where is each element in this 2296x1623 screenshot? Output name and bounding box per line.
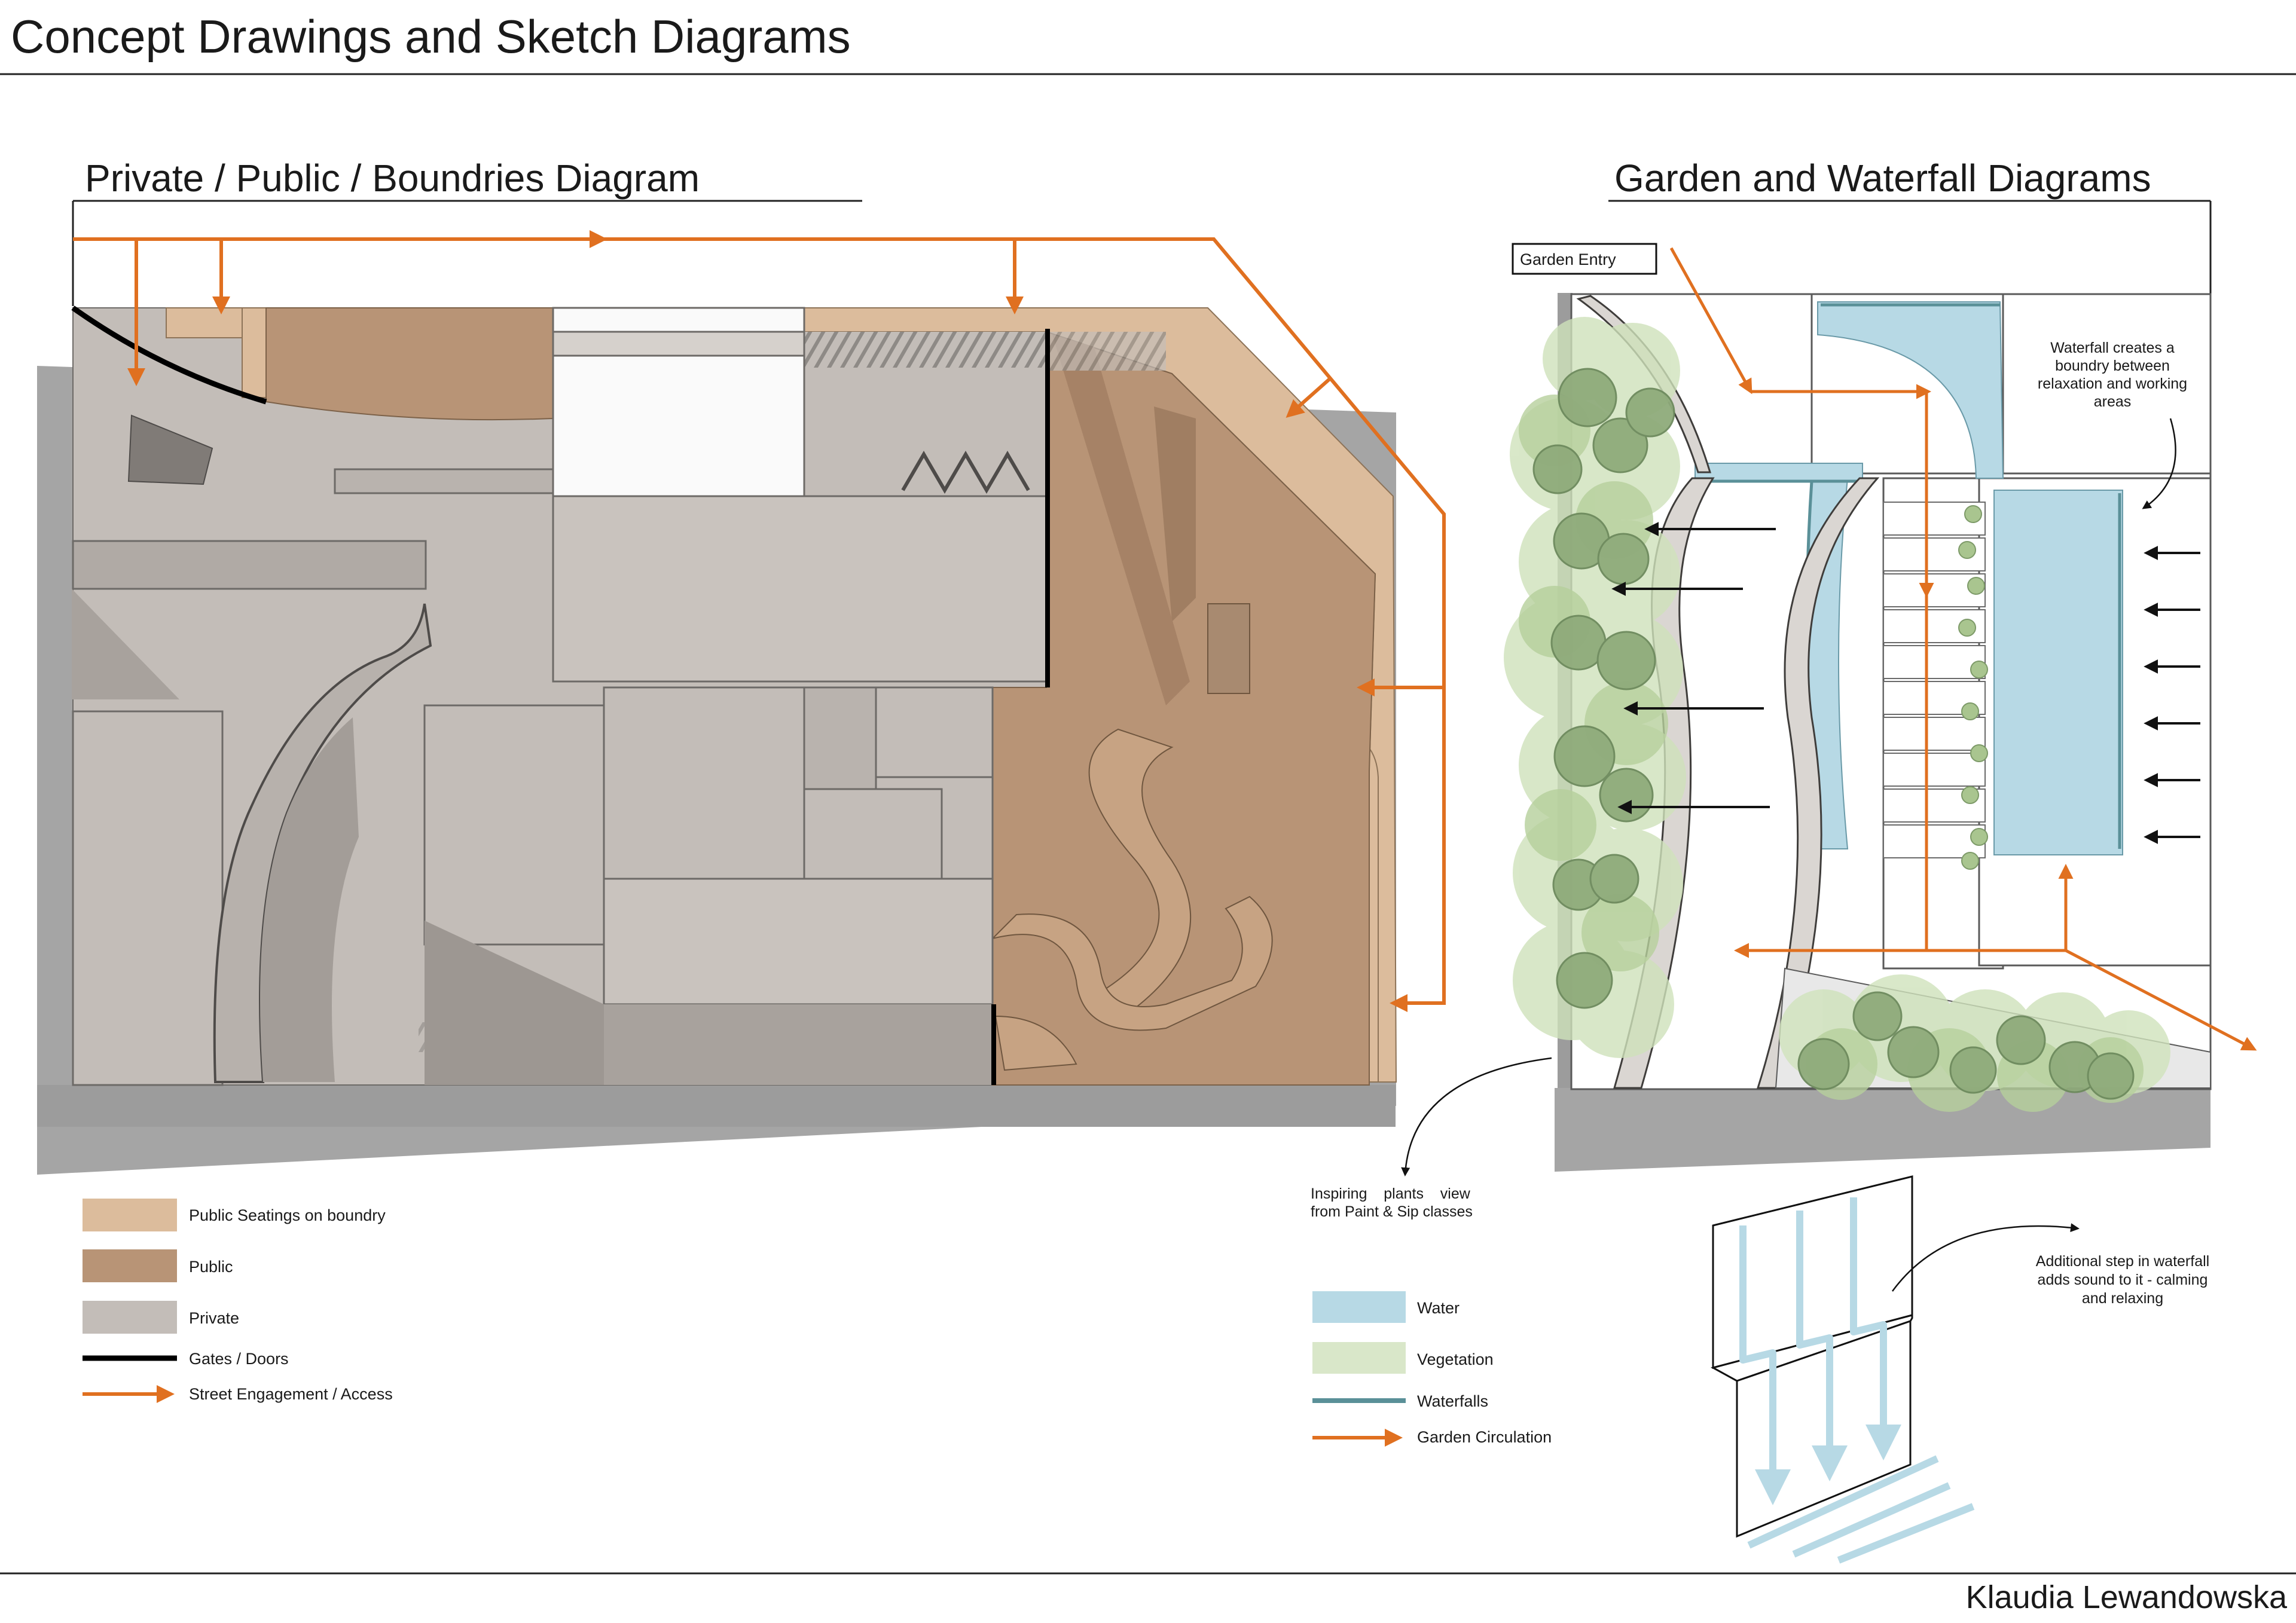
waterfall-step-sketch bbox=[1710, 1175, 1975, 1564]
garden-entry-box bbox=[1512, 243, 1657, 275]
street-engagement-arrows bbox=[73, 230, 1446, 1012]
public-stair-block bbox=[1207, 603, 1250, 694]
note-waterfall-boundary-line-3: relaxation and working bbox=[2038, 375, 2187, 392]
garden-curved-wall-mid bbox=[1756, 477, 1880, 1089]
legend-label-gates: Gates / Doors bbox=[189, 1350, 289, 1368]
private-zigzag-frame bbox=[901, 451, 1030, 494]
note-waterfall-step: Additional step in waterfall adds sound … bbox=[1891, 1223, 2209, 1307]
plan-base-shadow bbox=[37, 1085, 1396, 1127]
flow-arrows-black bbox=[1611, 522, 2200, 844]
note-plants-view: Inspiring plants view from Paint & Sip c… bbox=[1311, 1057, 1552, 1220]
note-plants-view-pointer bbox=[1401, 1057, 1552, 1176]
note-waterfall-boundary-pointer bbox=[2142, 418, 2176, 509]
private-shadow-wedge-1 bbox=[425, 921, 604, 1085]
legend-swatch-private bbox=[83, 1301, 177, 1334]
public-curved-bench-3 bbox=[994, 1015, 1077, 1071]
garden-step-rows bbox=[1883, 502, 1986, 858]
public-zone-top-left bbox=[265, 307, 554, 421]
hatched-strip-mid bbox=[804, 332, 1046, 368]
legend-label-street: Street Engagement / Access bbox=[189, 1385, 393, 1403]
hatched-strip-right bbox=[1046, 332, 1166, 371]
note-waterfall-step-line-1: Additional step in waterfall bbox=[2036, 1253, 2209, 1270]
legend-label-garden-circulation: Garden Circulation bbox=[1417, 1428, 1552, 1446]
left-diagram-title: Private / Public / Boundries Diagram bbox=[85, 157, 700, 200]
sketch-water-flows bbox=[1739, 1197, 1901, 1505]
gate-curved-top-left bbox=[71, 305, 267, 405]
page-title: Concept Drawings and Sketch Diagrams bbox=[11, 10, 851, 63]
left-legend: Public Seatings on boundry Public Privat… bbox=[83, 1199, 393, 1403]
water-top-channel bbox=[1817, 301, 2004, 479]
water-top-left-strip bbox=[1694, 463, 1863, 482]
public-seating-top-corner bbox=[242, 307, 267, 398]
garden-circulation-arrows bbox=[1669, 247, 2257, 1051]
note-waterfall-step-pointer bbox=[1891, 1223, 2080, 1292]
note-waterfall-boundary-line-4: areas bbox=[2094, 393, 2132, 410]
private-ramp-shadow bbox=[260, 717, 359, 1082]
legend-label-vegetation: Vegetation bbox=[1417, 1350, 1494, 1368]
public-shade-diagonal bbox=[1052, 335, 1190, 705]
legend-swatch-public bbox=[83, 1249, 177, 1282]
note-waterfall-boundary-line-1: Waterfall creates a bbox=[2050, 340, 2175, 356]
legend-swatch-vegetation bbox=[1312, 1342, 1406, 1374]
floor-plan-left bbox=[37, 305, 1397, 1175]
note-waterfall-step-line-2: adds sound to it - calming bbox=[2038, 1271, 2208, 1288]
note-plants-view-line-1: Inspiring plants view bbox=[1311, 1185, 1471, 1202]
right-diagram-title: Garden and Waterfall Diagrams bbox=[1614, 157, 2151, 200]
legend-label-waterfalls: Waterfalls bbox=[1417, 1392, 1488, 1410]
note-waterfall-boundary: Waterfall creates a boundry between rela… bbox=[2038, 340, 2187, 509]
public-zone-right bbox=[992, 331, 1376, 1086]
private-shadow-wedge-3 bbox=[72, 589, 179, 699]
legend-swatch-water bbox=[1312, 1291, 1406, 1323]
sketch-pool-lines bbox=[1747, 1455, 1975, 1564]
private-rooms bbox=[72, 307, 1048, 1086]
legend-label-water: Water bbox=[1417, 1299, 1460, 1317]
note-waterfall-step-line-3: and relaxing bbox=[2082, 1290, 2163, 1307]
legend-label-public-seating: Public Seatings on boundry bbox=[189, 1206, 386, 1224]
private-shadow-wedge-2 bbox=[604, 1004, 993, 1085]
right-legend: Water Vegetation Waterfalls Garden Circu… bbox=[1312, 1291, 1552, 1447]
legend-label-private: Private bbox=[189, 1309, 239, 1327]
legend-label-public: Public bbox=[189, 1258, 233, 1276]
author-name: Klaudia Lewandowska bbox=[1966, 1579, 2288, 1615]
public-curved-bench-2 bbox=[990, 895, 1273, 1031]
public-shade-stair bbox=[1154, 406, 1196, 622]
note-waterfall-boundary-line-2: boundry between bbox=[2055, 357, 2170, 374]
note-plants-view-line-2: from Paint & Sip classes bbox=[1311, 1203, 1473, 1220]
vegetation-climber bbox=[1958, 505, 1988, 870]
garden-entry-label: Garden Entry bbox=[1520, 250, 1616, 268]
vegetation-trees bbox=[1504, 317, 2170, 1112]
legend-swatch-public-seating bbox=[83, 1199, 177, 1231]
water-pool-right bbox=[1993, 490, 2123, 855]
private-skylight bbox=[127, 414, 213, 485]
